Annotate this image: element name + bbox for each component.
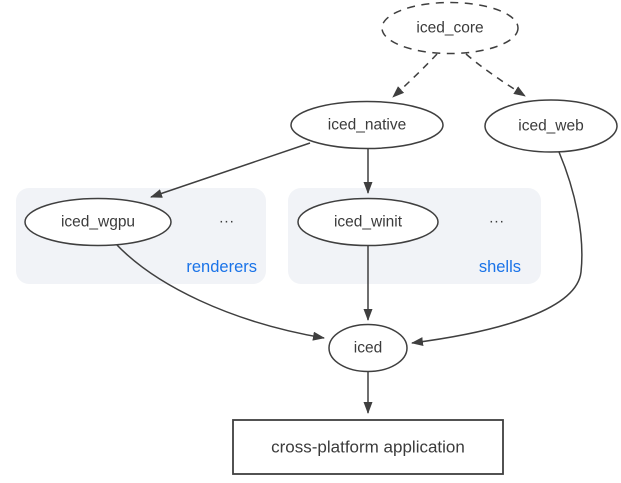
edge-iced-web-to-iced-arrow — [411, 151, 583, 347]
node-iced-core-label: iced_core — [416, 19, 484, 37]
node-iced-web-label: iced_web — [518, 117, 584, 135]
node-iced-web-shape — [484, 99, 618, 153]
node-application-label: cross-platform application — [271, 437, 465, 457]
node-iced-label: iced — [353, 339, 383, 357]
node-iced-winit-shape — [297, 197, 439, 247]
renderers-ellipsis: ... — [219, 209, 235, 227]
edge-iced-core-to-iced-native-arrow — [392, 53, 438, 98]
shells-group-label: shells — [478, 257, 521, 276]
node-iced-wgpu-shape — [24, 197, 172, 247]
node-iced-native-shape — [290, 100, 444, 150]
renderers-group-label: renderers — [186, 257, 257, 276]
shells-ellipsis: ... — [489, 209, 505, 227]
node-iced-native-label: iced_native — [327, 116, 407, 134]
edge-iced-core-to-iced-web-arrow — [465, 53, 526, 97]
node-iced-shape — [328, 323, 408, 373]
edge-iced-wgpu-to-iced-arrow — [115, 243, 325, 341]
node-iced-core-shape — [381, 1, 519, 55]
node-application-shape — [232, 419, 504, 475]
node-iced-winit-label: iced_winit — [333, 213, 403, 231]
edge-iced-native-to-iced-wgpu-arrow — [150, 142, 311, 198]
node-iced-wgpu-label: iced_wgpu — [60, 213, 136, 231]
